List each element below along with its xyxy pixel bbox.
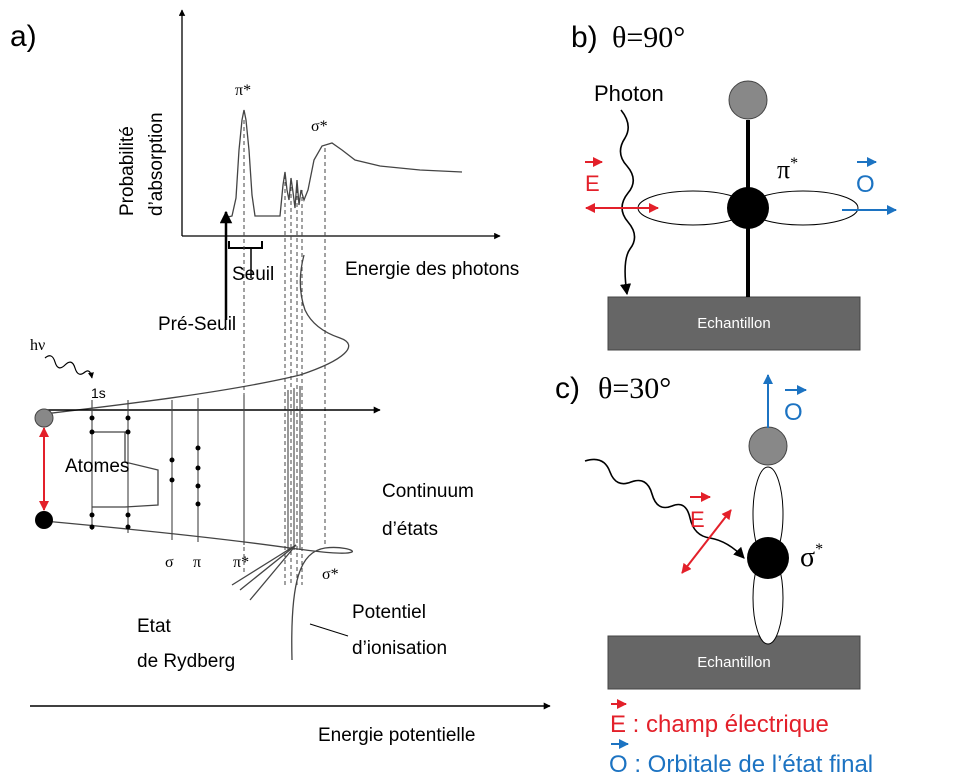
level-lines xyxy=(91,386,301,550)
pre-seuil-label: Pré-Seuil xyxy=(158,314,236,335)
potential-wells xyxy=(43,254,353,661)
absorption-spectrum-curve xyxy=(223,109,463,219)
orbital-pi-label: π xyxy=(193,554,201,571)
pi-star-label-b: π* xyxy=(777,155,798,184)
o-vector-label-b: O xyxy=(856,171,875,198)
photon-wave-b xyxy=(619,109,636,296)
orbital-sigma-label: σ xyxy=(165,554,174,571)
potential-energy-label: Energie potentielle xyxy=(318,725,475,746)
e-vector-label-b: E xyxy=(585,171,600,196)
spectrum-xlabel: Energie des photons xyxy=(345,259,519,280)
seuil-label: Seuil xyxy=(232,264,274,285)
rydberg-label-1: Etat xyxy=(137,616,172,637)
black-atom-b xyxy=(727,187,769,229)
legend-e-symbol: E xyxy=(610,711,626,738)
projection-lines xyxy=(243,120,326,585)
continuum-label-1: Continuum xyxy=(382,481,474,502)
e-field-arrow-c xyxy=(681,509,732,574)
legend: E : champ électrique O : Orbitale de l’é… xyxy=(609,699,873,778)
ionisation-pointer xyxy=(309,623,349,637)
black-atom-c xyxy=(747,537,789,579)
peak-pi-star-label: π* xyxy=(235,82,251,99)
grey-atom-b xyxy=(728,80,768,120)
sigma-star-label-c: σ* xyxy=(800,541,823,573)
photon-wave-c xyxy=(584,458,745,559)
grey-atom xyxy=(34,408,54,428)
potentiel-label-2: d’ionisation xyxy=(352,638,447,659)
rydberg-label-2: de Rydberg xyxy=(137,651,235,672)
panel-b-label: b) xyxy=(571,21,598,54)
sample-b-label: Echantillon xyxy=(697,315,770,332)
seuil-bracket xyxy=(228,241,263,249)
spectrum-axes xyxy=(178,9,501,240)
black-atom xyxy=(35,511,53,529)
electron-dots xyxy=(89,415,201,530)
sample-c xyxy=(607,635,861,690)
legend-e-text: : champ électrique xyxy=(626,711,829,738)
spectrum-ylabel-1: Probabilité xyxy=(117,126,138,216)
legend-o-text: : Orbitale de l’état final xyxy=(628,751,873,778)
panel-c-theta: θ=30° xyxy=(598,372,671,405)
one-s-label: 1s xyxy=(91,385,106,401)
panel-a-label: a) xyxy=(10,20,37,53)
incident-photon-wave xyxy=(44,355,94,379)
potentiel-label-1: Potentiel xyxy=(352,602,426,623)
orbital-sigma-star-label: σ* xyxy=(322,566,339,583)
e-vector-label-c: E xyxy=(690,507,705,532)
legend-o-line: O : Orbitale de l’état final xyxy=(609,751,873,778)
spectrum-ylabel-2: d’absorption xyxy=(146,112,167,216)
sample-c-label: Echantillon xyxy=(697,654,770,671)
panel-b-theta: θ=90° xyxy=(612,21,685,54)
sample-b xyxy=(607,296,861,351)
photon-label: Photon xyxy=(594,81,664,106)
orbital-pi-star-label: π* xyxy=(233,554,249,571)
grey-atom-c xyxy=(748,426,788,466)
legend-e-line: E : champ électrique xyxy=(610,711,829,738)
o-vector-label-c: O xyxy=(784,399,803,426)
peak-sigma-star-label: σ* xyxy=(311,118,328,135)
hv-label: hν xyxy=(30,337,45,354)
continuum-label-2: d’états xyxy=(382,519,438,540)
legend-o-symbol: O xyxy=(609,751,628,778)
atomes-label: Atomes xyxy=(65,456,129,477)
panel-c-label: c) xyxy=(555,372,580,405)
